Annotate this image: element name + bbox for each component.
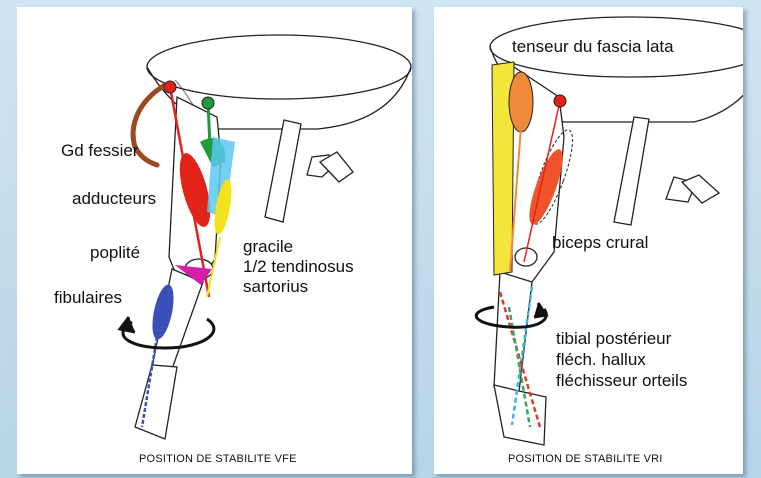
tfl-muscle: [509, 72, 533, 132]
label-tendinosus: 1/2 tendinosus: [243, 257, 354, 276]
label-biceps: biceps crural: [552, 233, 648, 252]
caption-vri: POSITION DE STABILITE VRI: [508, 453, 663, 465]
label-tibial: tibial postérieur: [556, 329, 672, 348]
panel-vri: tenseur du fascia lata biceps crural tib…: [434, 7, 743, 474]
label-gracile: gracile: [243, 237, 293, 256]
label-flech-hallux: fléch. hallux: [556, 350, 646, 369]
hip-point-icon: [554, 95, 566, 107]
label-sartorius: sartorius: [243, 277, 308, 296]
label-adducteurs: adducteurs: [72, 189, 156, 208]
hip-point-icon: [202, 97, 214, 109]
caption-vfe: POSITION DE STABILITE VFE: [139, 453, 297, 465]
vri-diagram: tenseur du fascia lata biceps crural tib…: [434, 7, 743, 474]
panel-vfe: Gd fessier adducteurs poplité fibulaires…: [17, 7, 412, 474]
label-fibulaires: fibulaires: [54, 288, 122, 307]
label-tenseur: tenseur du fascia lata: [512, 37, 674, 56]
label-flechisseur: fléchisseur orteils: [556, 371, 687, 390]
hip-point-icon: [164, 81, 176, 93]
label-gd-fessier: Gd fessier: [61, 141, 139, 160]
vfe-diagram: Gd fessier adducteurs poplité fibulaires…: [17, 7, 412, 474]
gracile-tendon: [208, 103, 210, 147]
back-leg: [614, 117, 719, 225]
back-leg: [265, 120, 353, 222]
label-poplite: poplité: [90, 243, 140, 262]
